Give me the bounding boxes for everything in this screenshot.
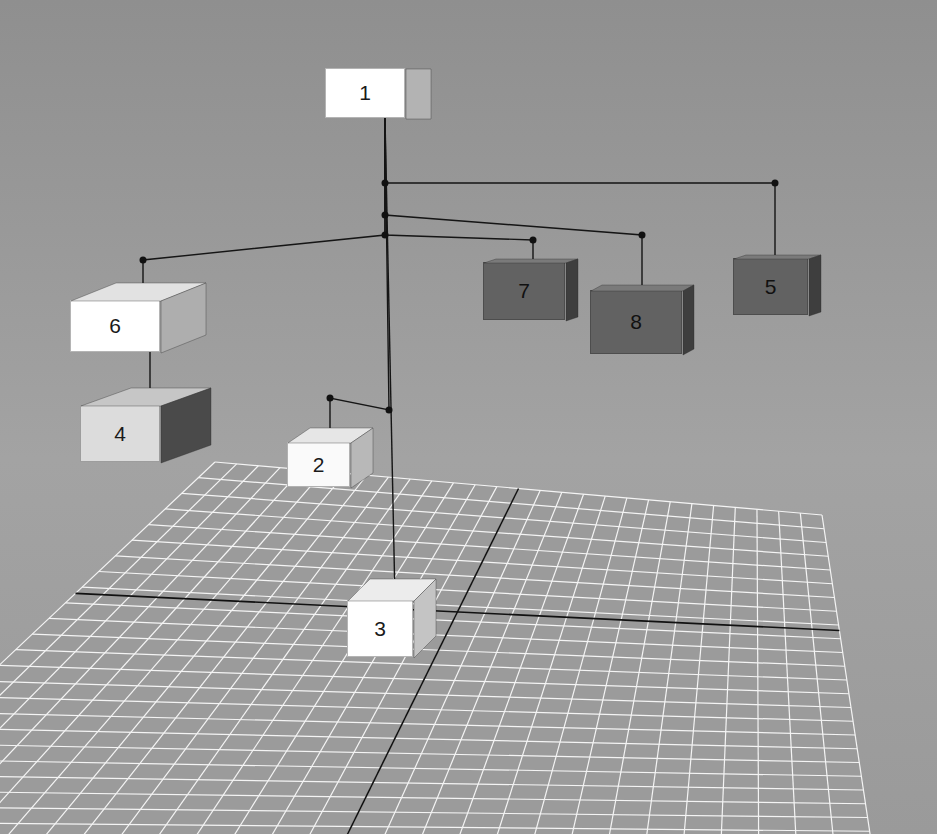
node-number: 6 [109, 314, 121, 338]
grid-line [638, 504, 692, 834]
junction-dot [382, 212, 389, 219]
cube-node: 7 [483, 262, 565, 320]
grid-line [557, 500, 648, 834]
grid-line [779, 511, 800, 834]
cube-side [809, 255, 821, 316]
junction-dot [382, 180, 389, 187]
cube-node: 5 [733, 258, 808, 315]
hanging-wire [385, 118, 533, 262]
grid-line [476, 496, 605, 834]
grid-line [0, 681, 851, 708]
grid-line [598, 502, 671, 834]
node-number: 7 [518, 279, 530, 303]
junction-dot [327, 395, 334, 402]
cube-side [161, 388, 211, 463]
node-number: 3 [374, 617, 386, 641]
grid-line [757, 509, 759, 834]
node-number: 1 [359, 81, 371, 105]
grid-line [0, 744, 859, 763]
grid-line [0, 759, 861, 776]
junction-dot [140, 257, 147, 264]
grid-line [822, 515, 880, 834]
grid-line [0, 728, 857, 749]
axis-line [76, 593, 840, 630]
junction-dot [639, 232, 646, 239]
grid-line [0, 697, 853, 722]
grid-line [436, 494, 583, 834]
cube-side [683, 285, 694, 355]
cube-top [734, 255, 821, 259]
cube-node: 1 [325, 68, 405, 118]
node-number: 8 [630, 310, 642, 334]
node-number: 4 [114, 422, 126, 446]
cube-node: 3 [347, 600, 413, 657]
cube-side [161, 283, 206, 353]
grid-line [678, 506, 713, 834]
grid-line [800, 513, 839, 834]
cube-node: 4 [80, 405, 160, 462]
grid-line [0, 791, 866, 804]
cube-top [591, 285, 694, 291]
axis-line [315, 489, 519, 834]
junction-dot [382, 232, 389, 239]
cube-node: 8 [590, 290, 682, 354]
grid-line [0, 822, 870, 831]
cube-side [414, 579, 436, 658]
grid-line [0, 775, 863, 790]
node-number: 5 [765, 275, 777, 299]
cube-side [351, 428, 373, 488]
node-number: 2 [313, 453, 325, 477]
junction-dot [530, 237, 537, 244]
grid-line [0, 806, 868, 817]
junction-dot [386, 407, 393, 414]
hanging-wire [385, 118, 395, 600]
junction-dot [772, 180, 779, 187]
floor-plane [0, 462, 880, 834]
hanging-wire [143, 118, 385, 300]
cube-side [406, 69, 431, 119]
cube-node: 2 [287, 442, 350, 487]
cube-node: 6 [70, 300, 160, 352]
hanging-wire [330, 118, 389, 442]
grid-line [719, 507, 736, 834]
cube-side [566, 259, 578, 321]
cube-top [484, 259, 578, 263]
grid-lines [0, 462, 880, 834]
